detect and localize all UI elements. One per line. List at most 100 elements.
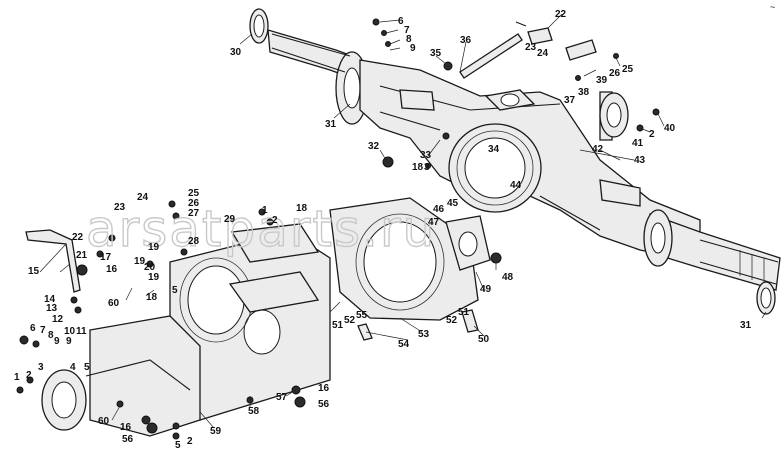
callout-26b: 26 (188, 198, 200, 209)
callout-21: 21 (76, 250, 88, 261)
gearbox-housing (169, 223, 331, 421)
callout-24b: 24 (137, 192, 149, 203)
callout-52: 52 (446, 315, 458, 326)
callout-13: 13 (46, 303, 58, 314)
callout-6: 6 (398, 16, 404, 27)
callout-5a: 5 (172, 285, 178, 296)
callout-47: 47 (428, 217, 440, 228)
callout-14: 14 (44, 294, 56, 305)
callout-20: 20 (144, 262, 156, 273)
corner-mark: ~ (770, 2, 775, 12)
callout-60a: 60 (108, 298, 120, 309)
callout-54: 54 (398, 339, 410, 350)
callout-35: 35 (430, 48, 442, 59)
callout-56a: 56 (122, 434, 134, 445)
axle-housing (267, 29, 781, 291)
callout-25b: 25 (188, 188, 200, 199)
callout-45: 45 (447, 198, 459, 209)
watermark: arsatparts.ru (86, 200, 436, 258)
callout-8: 8 (406, 34, 412, 45)
callout-16b: 16 (120, 422, 132, 433)
callout-19c: 19 (148, 242, 160, 253)
callout-16a: 16 (106, 264, 118, 275)
callout-26: 26 (609, 68, 621, 79)
callout-7b: 7 (40, 325, 46, 336)
callout-34: 34 (488, 144, 500, 155)
callout-39: 39 (596, 75, 608, 86)
callout-49: 49 (480, 284, 492, 295)
callout-58: 58 (248, 406, 260, 417)
callout-56b: 56 (318, 399, 330, 410)
breather-tube (459, 33, 523, 79)
callout-19a: 19 (134, 256, 146, 267)
callout-10: 10 (64, 326, 76, 337)
differential-cover (329, 197, 491, 321)
callout-3b: 3 (38, 362, 44, 373)
callout-46: 46 (433, 204, 445, 215)
callout-9: 9 (410, 43, 416, 54)
callout-24: 24 (537, 48, 549, 59)
callout-38: 38 (578, 87, 590, 98)
fasteners-left (16, 200, 306, 440)
callout-23b: 23 (114, 202, 126, 213)
callout-3a: 3 (424, 162, 430, 173)
callout-19b: 19 (148, 272, 160, 283)
callout-41: 41 (632, 138, 644, 149)
callout-60b: 60 (98, 416, 110, 427)
callout-2b: 2 (272, 215, 278, 226)
callout-2c: 2 (26, 370, 32, 381)
callout-57: 57 (276, 392, 288, 403)
callout-4: 4 (70, 362, 76, 373)
callout-36: 36 (460, 35, 472, 46)
callout-33: 33 (420, 150, 432, 161)
callout-18b: 18 (296, 203, 308, 214)
callout-17: 17 (100, 252, 112, 263)
callout-labels: 30 31 6 7 8 9 35 36 22 23 24 26 25 39 38… (14, 9, 752, 451)
callout-2a: 2 (649, 129, 655, 140)
callout-5c: 5 (175, 440, 181, 451)
callout-37: 37 (564, 95, 576, 106)
callout-42: 42 (592, 144, 604, 155)
callout-31: 31 (325, 119, 337, 130)
callout-51a: 51 (458, 307, 470, 318)
callout-2d: 2 (187, 436, 193, 447)
callout-8b: 8 (48, 330, 54, 341)
callout-32: 32 (368, 141, 380, 152)
callout-59: 59 (210, 426, 222, 437)
callout-5b: 5 (84, 362, 90, 373)
callout-27: 27 (188, 208, 200, 219)
callout-6b: 6 (30, 323, 36, 334)
callout-40: 40 (664, 123, 676, 134)
callout-48: 48 (502, 272, 514, 283)
callout-12: 12 (52, 314, 64, 325)
callout-9c: 9 (54, 336, 60, 347)
shift-lever (25, 229, 81, 293)
callout-50: 50 (478, 334, 490, 345)
callout-7: 7 (404, 25, 410, 36)
callout-55: 55 (356, 310, 368, 321)
callout-16c: 16 (318, 383, 330, 394)
callout-18a: 18 (412, 162, 424, 173)
callout-1a: 1 (262, 205, 268, 216)
callout-43: 43 (634, 155, 646, 166)
callout-28: 28 (188, 236, 200, 247)
callout-22b: 22 (72, 232, 84, 243)
callout-30: 30 (230, 47, 242, 58)
callout-52b: 52 (344, 315, 356, 326)
callout-11: 11 (76, 326, 87, 337)
callout-44: 44 (510, 180, 522, 191)
stud-54 (357, 323, 373, 341)
callout-9b: 9 (66, 336, 72, 347)
callout-53: 53 (418, 329, 430, 340)
callout-51b: 51 (332, 320, 344, 331)
callout-23: 23 (525, 42, 537, 53)
callout-25: 25 (622, 64, 634, 75)
callout-1b: 1 (14, 372, 20, 383)
callout-31b: 31 (740, 320, 752, 331)
callout-15: 15 (28, 266, 40, 277)
callout-22: 22 (555, 9, 567, 20)
callout-18c: 18 (146, 292, 158, 303)
leader-lines (39, 13, 767, 429)
callout-29: 29 (224, 214, 236, 225)
